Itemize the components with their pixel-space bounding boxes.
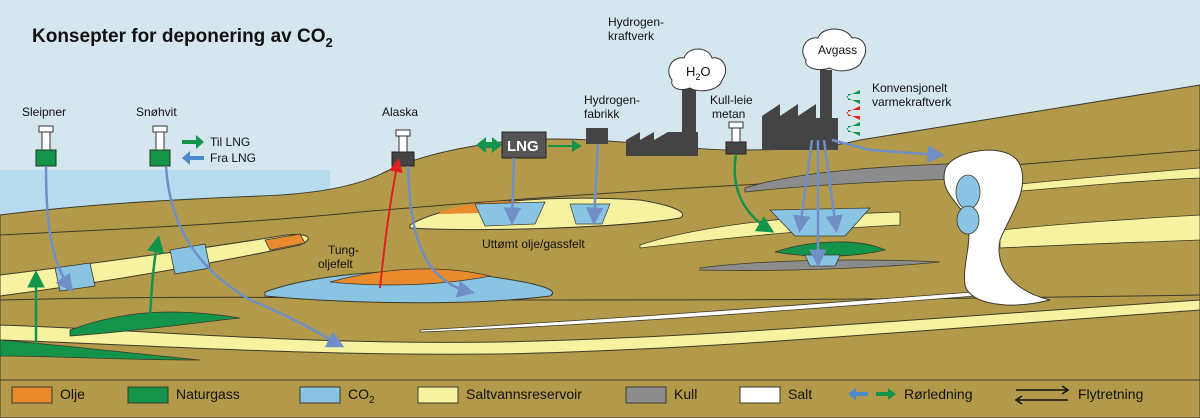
legend-swatch xyxy=(625,386,667,404)
legend-label: Naturgass xyxy=(176,386,240,402)
h2o-cloud xyxy=(668,48,727,92)
gas-band xyxy=(69,311,241,337)
legend-label: Kull xyxy=(674,386,697,402)
snohvit-label: Snøhvit xyxy=(136,105,177,119)
alaska-label: Alaska xyxy=(382,105,418,119)
legend-label: CO2 xyxy=(348,386,375,406)
depleted-co2 xyxy=(474,201,546,227)
fra-lng-arrow xyxy=(182,151,204,165)
saltwater-aquifer-bottom xyxy=(0,299,1200,355)
gas-pipe xyxy=(146,235,165,319)
coalbed-well xyxy=(725,121,747,155)
til-lng-label: Til LNG xyxy=(210,135,250,149)
depleted-field-label: Uttømt olje/gassfelt xyxy=(482,237,585,251)
lng-box xyxy=(501,131,547,159)
sleipner-platform xyxy=(35,125,57,167)
legend-swatch xyxy=(127,386,169,404)
oil-pipe xyxy=(379,158,403,289)
flue-arrow xyxy=(846,90,860,104)
co2-pipe xyxy=(164,165,345,348)
hydrogen-factory-label: Hydrogen- xyxy=(584,93,640,107)
lng-label: LNG xyxy=(507,138,539,155)
h2o-label: H2O xyxy=(686,64,711,82)
gas-pipe xyxy=(733,153,775,233)
diagram-title: Konsepter for deponering av CO2 xyxy=(32,26,333,50)
legend-label: Saltvannsreservoir xyxy=(466,386,582,402)
co2-pipe xyxy=(406,165,475,298)
coalbed-label: Kull-leie xyxy=(710,93,753,107)
co2-pipe xyxy=(503,157,522,225)
flue-arrow xyxy=(846,106,860,120)
pipe-arrow-right-icon xyxy=(876,388,896,400)
legend-flow: Flytretning xyxy=(1014,385,1143,405)
layer-line xyxy=(0,294,1200,301)
snohvit-platform xyxy=(149,125,171,167)
legend: Olje Naturgass CO2 Saltvannsreservoir Kull Sa… xyxy=(11,386,812,406)
heavy-oil-field xyxy=(264,270,553,304)
legend-label: Salt xyxy=(788,386,812,402)
flow-arrows-icon xyxy=(1014,385,1070,405)
conventional-plant-label: varmekraftverk xyxy=(872,95,952,109)
hydrogen-power-plant xyxy=(626,84,698,156)
gas-band xyxy=(0,339,201,361)
co2-pipe xyxy=(585,143,604,225)
heavy-oil xyxy=(329,268,491,286)
oil-pocket xyxy=(264,233,306,251)
co2-pipe xyxy=(793,139,814,233)
co2-pipe xyxy=(831,138,945,163)
co2-pipe xyxy=(44,165,73,293)
legend-flow-label: Flytretning xyxy=(1078,386,1143,402)
fra-lng-label: Fra LNG xyxy=(210,151,256,165)
legend-swatch xyxy=(11,386,53,404)
saltwater-aquifer-right-3 xyxy=(1009,167,1200,193)
heavy-oil-label: oljefelt xyxy=(318,257,353,271)
legend-swatch xyxy=(417,386,459,404)
co2-lens-right xyxy=(804,254,841,267)
coalbed-label: metan xyxy=(712,107,745,121)
legend-pipe-label: Rørledning xyxy=(904,386,972,402)
conventional-plant-label: Konvensjonelt xyxy=(872,81,948,95)
salt-cavern xyxy=(955,174,981,210)
legend-pipe: Rørledning xyxy=(848,386,972,402)
legend-label: Olje xyxy=(60,386,85,402)
avgass-label: Avgass xyxy=(818,43,857,57)
salt-cavern xyxy=(956,205,980,235)
heavy-oil-label: Tung- xyxy=(328,243,359,257)
lng-arrow xyxy=(476,137,502,153)
hydrogen-plant-label: Hydrogen- xyxy=(608,15,664,29)
avgass-cloud xyxy=(802,28,867,72)
til-lng-arrow xyxy=(182,135,204,149)
co2-pipe xyxy=(822,139,843,233)
to-factory-arrow xyxy=(548,140,582,152)
hydrogen-factory xyxy=(586,128,608,144)
sleipner-label: Sleipner xyxy=(22,105,66,119)
earth xyxy=(0,84,1200,381)
flue-arrow xyxy=(846,122,860,136)
legend-swatch xyxy=(299,386,341,404)
hydrogen-plant-label: kraftverk xyxy=(608,29,655,43)
co2-pocket xyxy=(54,262,96,292)
hydrogen-factory-label: fabrikk xyxy=(584,107,620,121)
saltwater-aquifer-right-2 xyxy=(999,214,1200,249)
legend-swatch xyxy=(739,386,781,404)
legend-bar xyxy=(0,379,1200,418)
pipe-arrow-left-icon xyxy=(848,388,868,400)
conventional-power-plant xyxy=(762,70,838,150)
